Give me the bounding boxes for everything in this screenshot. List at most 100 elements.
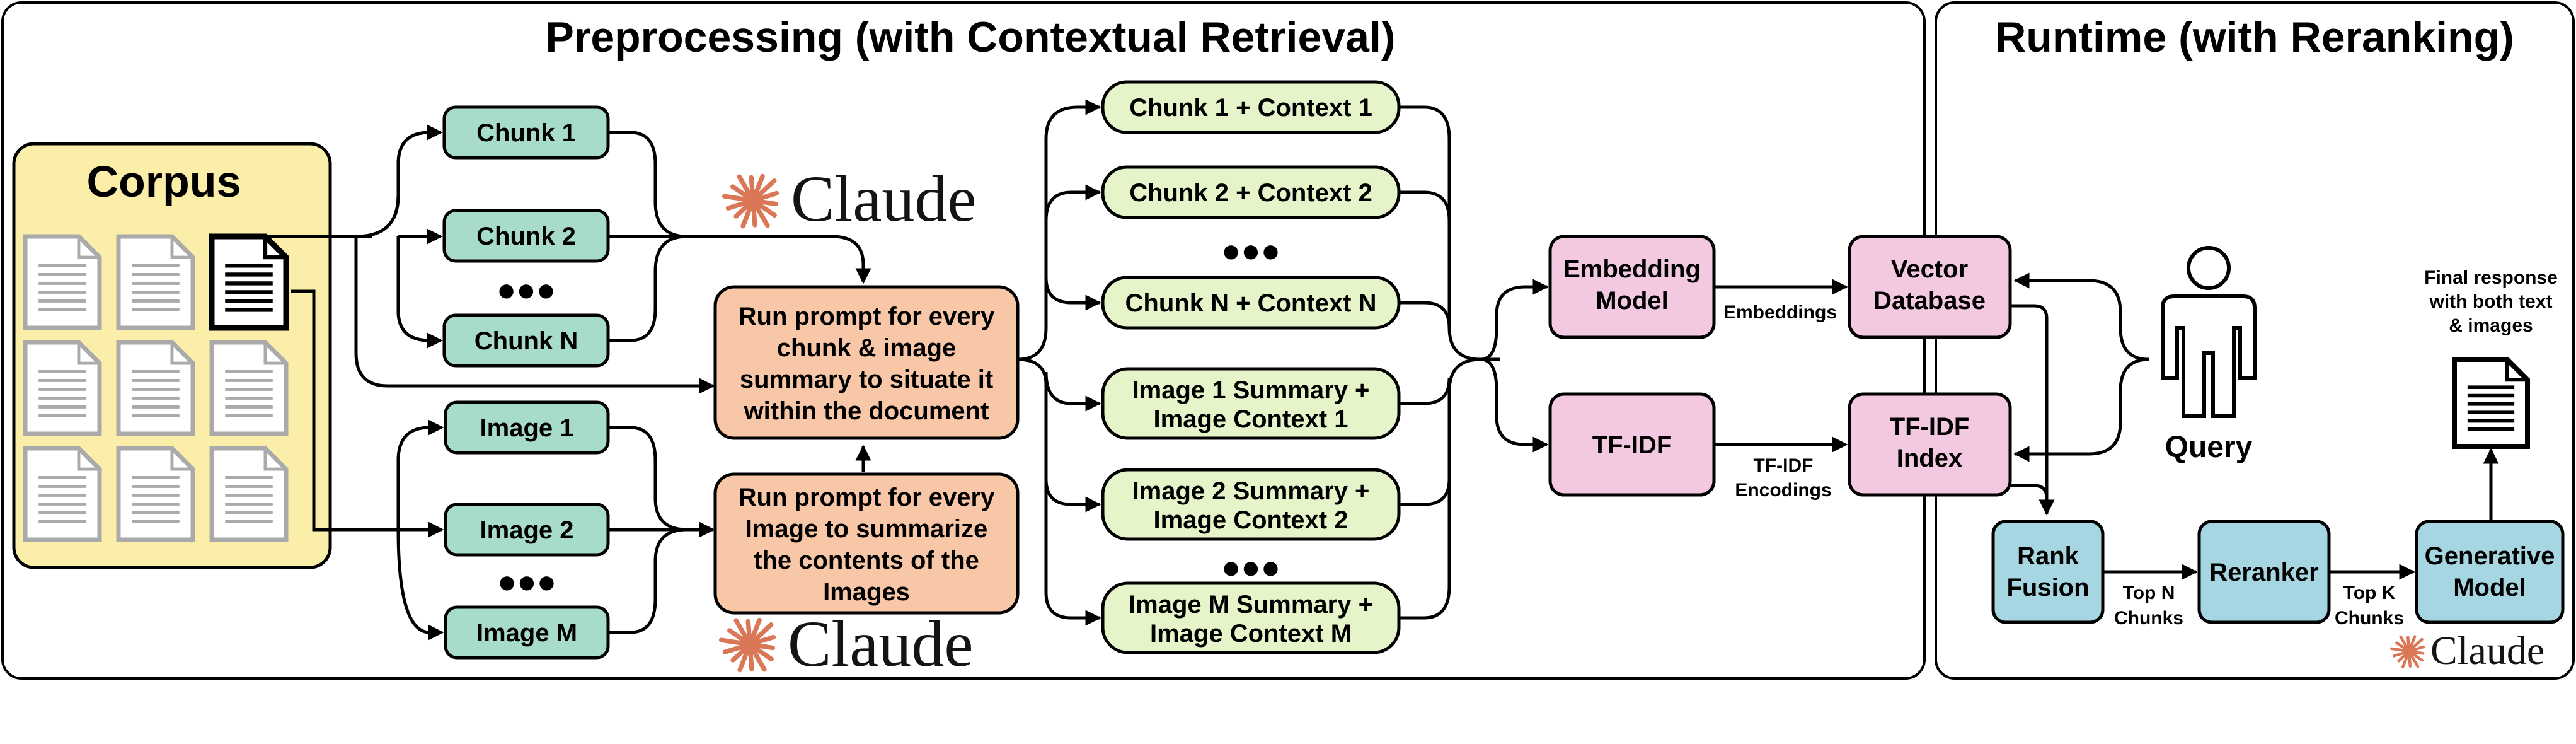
rank-fusion: Rank Fusion xyxy=(1991,520,2105,624)
rank-fusion-box xyxy=(1991,520,2105,624)
document-icon-highlighted xyxy=(209,233,289,331)
document-icon xyxy=(209,446,289,542)
claude-starburst-icon xyxy=(2390,635,2425,668)
document-icon xyxy=(116,446,195,542)
query: Query xyxy=(2161,246,2257,464)
generative-model-line-1: Generative xyxy=(2425,542,2555,570)
prompt-chunks-box xyxy=(713,285,1020,440)
image-m-label: Image M xyxy=(476,619,577,647)
document-icon xyxy=(23,340,102,436)
document-icon xyxy=(23,234,102,330)
context-n-label: Chunk N + Context N xyxy=(1125,289,1377,317)
image-context-2-box xyxy=(1101,468,1401,541)
prompt-images-line-4: Images xyxy=(823,578,910,606)
image-m-box xyxy=(444,605,610,660)
tfidf-index: TF-IDF Index xyxy=(1848,392,2012,497)
chunk-2-box xyxy=(442,209,610,263)
image-context-1-line-2: Image Context 1 xyxy=(1154,405,1348,433)
image-context-m-line-1: Image M Summary + xyxy=(1129,591,1373,619)
chunk-n-label: Chunk N xyxy=(474,327,578,355)
prompt-chunks-line-3: summary to situate it xyxy=(740,366,993,393)
image-1-label: Image 1 xyxy=(480,414,574,442)
rank-fusion-line-1: Rank xyxy=(2017,542,2079,570)
reranker-label: Reranker xyxy=(2209,559,2318,586)
runtime-panel xyxy=(1935,1,2575,680)
context-ellipsis-2: ●●● xyxy=(1221,549,1280,586)
chunk-ellipsis: ●●● xyxy=(497,272,556,308)
top-k-label-1: Top K xyxy=(2343,583,2396,603)
document-icon xyxy=(2452,357,2530,449)
image-column: Image 1 Image 2 ●●● Image M xyxy=(444,400,610,660)
tfidf-index-line-1: TF-IDF xyxy=(1890,413,1970,441)
top-k-label-2: Chunks xyxy=(2335,608,2404,629)
image-context-1-line-1: Image 1 Summary + xyxy=(1132,376,1370,404)
image-context-1-box xyxy=(1101,367,1401,440)
corpus-documents xyxy=(23,233,289,542)
document-icon xyxy=(2452,357,2530,449)
chunk-n-box xyxy=(442,313,610,368)
claude-starburst-icon xyxy=(718,617,776,673)
tfidf-encodings-label-2: Encodings xyxy=(1735,480,1831,501)
final-response-line-3: & images xyxy=(2449,315,2533,336)
document-icon xyxy=(209,340,289,436)
chunk-1-box xyxy=(442,105,610,160)
context-2-box xyxy=(1101,165,1401,219)
embedding-model-box xyxy=(1548,235,1716,339)
context-1-box xyxy=(1101,80,1401,134)
chunk-column: Chunk 1 Chunk 2 ●●● Chunk N xyxy=(442,105,610,368)
claude-logo-runtime: Claude xyxy=(2390,628,2544,673)
document-icon xyxy=(116,340,195,436)
connector-prompt-contexts xyxy=(1017,99,1101,361)
connector-query-vector xyxy=(2013,272,2149,361)
prompt-chunks-line-4: within the document xyxy=(744,397,989,425)
claude-logo-top: Claude xyxy=(722,163,977,235)
prompt-images-box xyxy=(713,472,1020,615)
connector-to-embedding xyxy=(1480,279,1549,361)
tfidf-encodings-label-1: TF-IDF xyxy=(1754,455,1814,476)
final-response-line-1: Final response xyxy=(2424,267,2558,288)
document-icon xyxy=(23,446,102,542)
query-label: Query xyxy=(2165,431,2253,464)
tfidf-index-box xyxy=(1848,392,2012,497)
person-icon xyxy=(2161,246,2257,418)
document-icon xyxy=(116,234,195,330)
connector-to-tfidf xyxy=(1480,357,1549,453)
embedding-model-line-2: Model xyxy=(1596,287,1669,315)
prompt-images: Run prompt for every Image to summarize … xyxy=(713,472,1020,615)
generative-model: Generative Model xyxy=(2415,520,2565,624)
embedding-model-line-1: Embedding xyxy=(1563,255,1701,283)
chunk-2-label: Chunk 2 xyxy=(476,223,576,250)
prompt-chunks-line-2: chunk & image xyxy=(777,334,957,362)
vector-database-line-2: Database xyxy=(1873,287,1986,315)
final-response: Final response with both text & images xyxy=(2424,267,2558,449)
image-context-m-line-2: Image Context M xyxy=(1150,620,1352,648)
image-context-2-line-2: Image Context 2 xyxy=(1154,506,1348,534)
claude-logo-top-text: Claude xyxy=(791,163,977,235)
connector-contexts-merge xyxy=(1399,105,1500,361)
context-ellipsis-1: ●●● xyxy=(1221,233,1280,269)
top-n-label-1: Top N xyxy=(2123,583,2175,603)
connection-lines xyxy=(265,99,2499,641)
final-response-line-2: with both text xyxy=(2429,291,2553,312)
prompt-images-line-1: Run prompt for every xyxy=(739,484,995,511)
image-context-2-line-1: Image 2 Summary + xyxy=(1132,477,1370,505)
prompt-images-line-3: the contents of the xyxy=(754,547,979,574)
context-column: Chunk 1 + Context 1 Chunk 2 + Context 2 … xyxy=(1101,80,1401,654)
image-1-box xyxy=(444,400,610,455)
top-n-label-2: Chunks xyxy=(2114,608,2183,629)
preprocessing-panel xyxy=(1,1,1926,680)
image-ellipsis: ●●● xyxy=(497,564,556,600)
tfidf-index-line-2: Index xyxy=(1897,445,1962,472)
claude-logo-bottom-text: Claude xyxy=(788,608,974,680)
prompt-chunks-line-1: Run prompt for every xyxy=(739,303,995,330)
reranker-box xyxy=(2197,520,2331,624)
chunk-1-label: Chunk 1 xyxy=(476,119,576,147)
generative-model-line-2: Model xyxy=(2453,574,2526,602)
image-2-label: Image 2 xyxy=(480,516,574,544)
claude-starburst-icon xyxy=(722,173,779,229)
tfidf-box xyxy=(1548,392,1716,497)
vector-database-line-1: Vector xyxy=(1891,255,1968,283)
preprocessing-title: Preprocessing (with Contextual Retrieval… xyxy=(546,13,1396,61)
image-context-m-box xyxy=(1101,581,1401,654)
